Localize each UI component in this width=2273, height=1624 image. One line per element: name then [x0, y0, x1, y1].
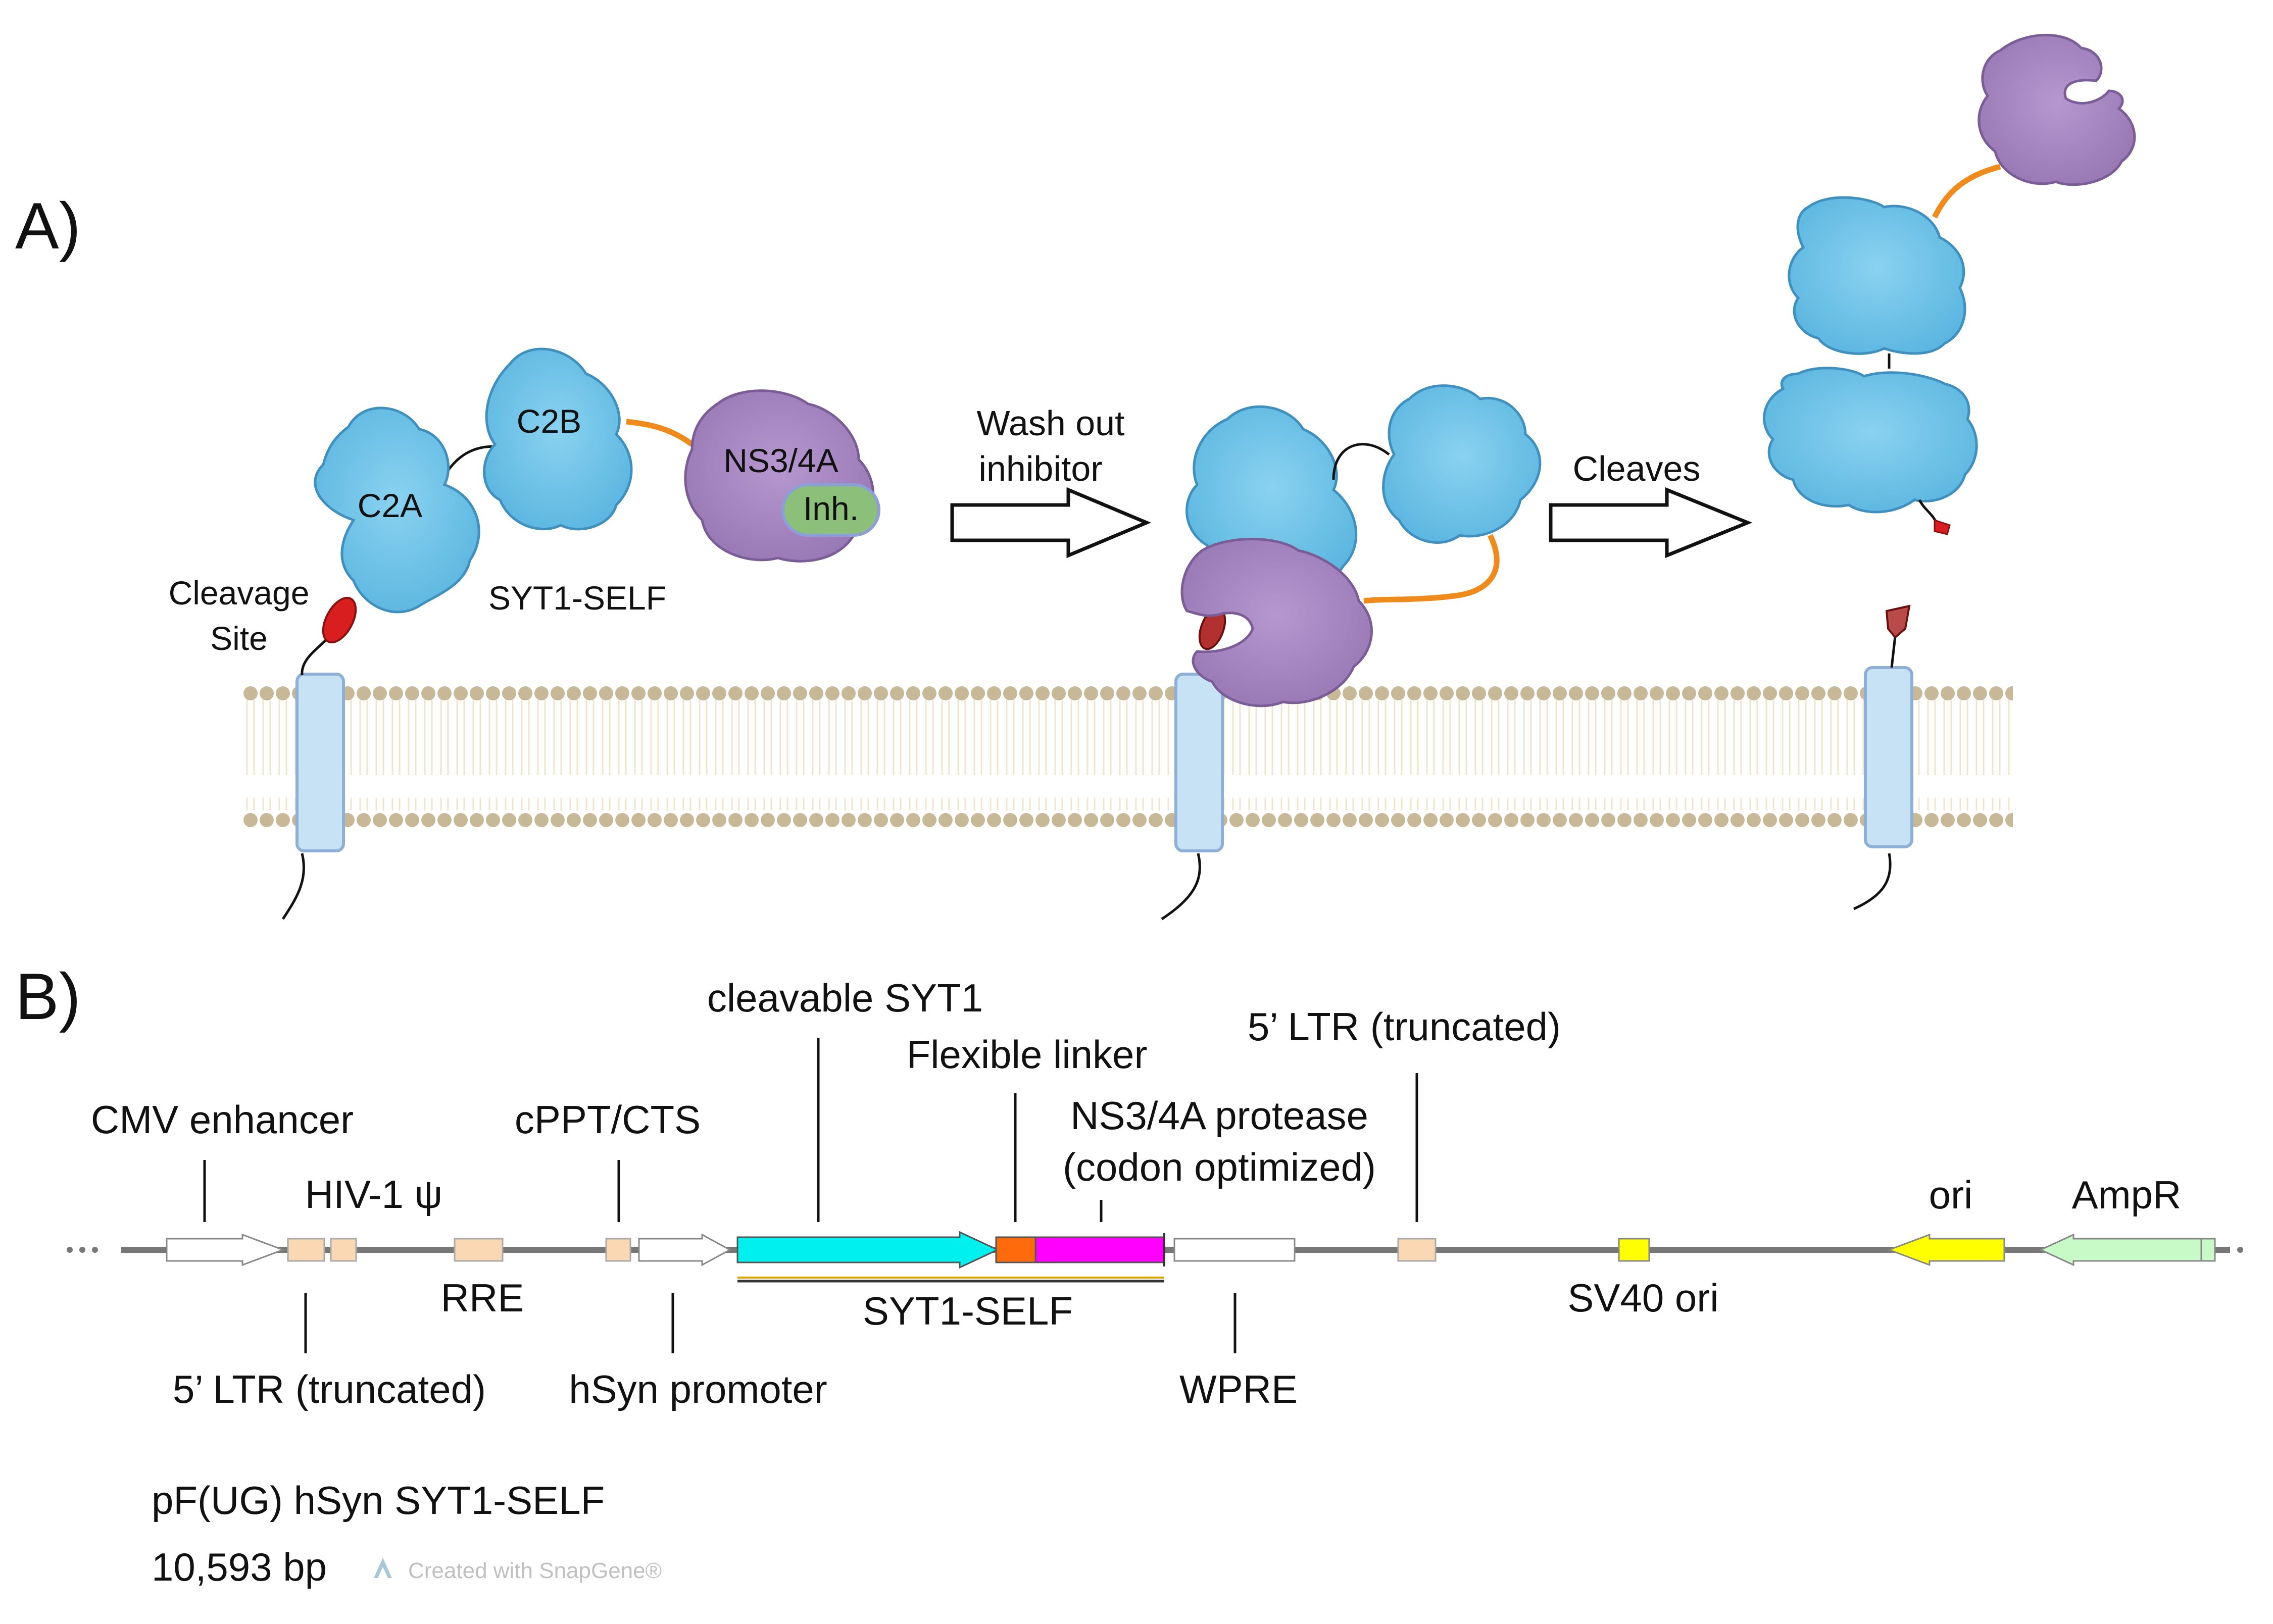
- label-syt1-self: SYT1-SELF: [488, 579, 666, 617]
- transmembrane-domain-2: [1174, 673, 1224, 852]
- arrow-cleaves: Cleaves: [1549, 449, 1753, 559]
- label-c2b: C2B: [517, 402, 581, 440]
- hsyn-promoter-arrow: [638, 1233, 732, 1266]
- c2b-domain: [483, 347, 633, 531]
- label-wpre: WPRE: [1179, 1367, 1298, 1411]
- map-name: pF(UG) hSyn SYT1-SELF: [152, 1478, 605, 1522]
- released-c2b-domain: [1788, 196, 1966, 355]
- ns3-protease-active: [1180, 538, 1373, 707]
- flexible-linker-2: [1363, 534, 1500, 604]
- transmembrane-domain-3: [1864, 666, 1913, 848]
- arrow-wash-out: Wash out inhibitor: [950, 403, 1152, 559]
- label-inhibitor: inhibitor: [978, 449, 1102, 488]
- cmv-enhancer-arrow: [166, 1233, 285, 1266]
- state-cleaved: [1763, 33, 2136, 910]
- label-hsyn-promoter: hSyn promoter: [569, 1367, 827, 1411]
- leader-lines: [203, 1038, 1418, 1353]
- sv40-ori-box: [1618, 1238, 1650, 1262]
- ampr-arrow: [2039, 1233, 2216, 1266]
- label-c2a: C2A: [358, 487, 422, 524]
- c2b-domain-2: [1382, 384, 1542, 544]
- feature-bars: [166, 1231, 2216, 1283]
- cytoplasmic-tail-1: [281, 853, 305, 920]
- flexible-linker-3: [1932, 164, 2001, 219]
- transmembrane-domain-1: [295, 673, 345, 852]
- label-hiv-psi: HIV-1 ψ: [305, 1172, 442, 1216]
- label-cmv-enhancer: CMV enhancer: [91, 1097, 354, 1142]
- label-cppt: cPPT/CTS: [515, 1097, 701, 1142]
- released-c2a-domain: [1763, 367, 1978, 514]
- feature-labels: CMV enhancer HIV-1 ψ cPPT/CTS cleavable …: [91, 976, 2181, 1411]
- cppt-box: [605, 1238, 631, 1262]
- panel-a: A) C2A C2B NS3/4A Inh. Cleavage Site SYT…: [15, 33, 2136, 921]
- label-wash-out: Wash out: [976, 403, 1124, 443]
- flexible-linker-1: [626, 419, 694, 447]
- panel-b-label: B): [15, 959, 81, 1033]
- cleaved-site-stub: [1885, 604, 1911, 639]
- label-ampr: AmpR: [2072, 1173, 2182, 1217]
- cleavable-syt1-arrow: [736, 1231, 1000, 1269]
- label-cleavable-syt1: cleavable SYT1: [707, 976, 983, 1020]
- rre-box: [454, 1238, 504, 1262]
- residual-stub: [1890, 636, 1897, 668]
- panel-b: B): [15, 959, 2243, 1589]
- label-cleaves: Cleaves: [1573, 449, 1701, 488]
- cleavage-site-marker: [322, 596, 357, 644]
- label-flexible-linker: Flexible linker: [907, 1032, 1148, 1077]
- lipid-bilayer: [242, 684, 2013, 831]
- cytoplasmic-tail-2: [1161, 853, 1201, 921]
- label-ori: ori: [1929, 1173, 1973, 1217]
- label-ltr-top: 5’ LTR (truncated): [1248, 1004, 1561, 1049]
- hiv-psi-box: [330, 1238, 357, 1262]
- flexible-linker-box: [995, 1236, 1036, 1263]
- inhibitor-inh: [781, 483, 880, 537]
- label-rre: RRE: [441, 1276, 524, 1320]
- snapgene-watermark: Created with SnapGene®: [408, 1558, 662, 1583]
- label-sv40-ori: SV40 ori: [1567, 1276, 1718, 1320]
- label-ns3-protease-2: (codon optimized): [1063, 1145, 1376, 1189]
- ori-arrow: [1887, 1233, 2005, 1266]
- released-cleavage-fragment: [1934, 519, 1951, 535]
- label-ns3-protease-1: NS3/4A protease: [1070, 1093, 1368, 1138]
- ltr-truncated-box-2: [1397, 1238, 1437, 1262]
- map-size: 10,593 bp: [152, 1545, 327, 1589]
- state-active: [1161, 384, 1542, 921]
- released-protease: [1978, 33, 2136, 186]
- map-info: pF(UG) hSyn SYT1-SELF 10,593 bp Created …: [152, 1478, 662, 1589]
- cytoplasmic-tail-3: [1853, 853, 1892, 910]
- label-syt1-self-construct: SYT1-SELF: [863, 1289, 1073, 1333]
- c2a-c2b-linker-2: [1332, 443, 1390, 480]
- label-cleavage-site-1: Cleavage: [169, 574, 310, 612]
- ns3-protease-box: [1034, 1236, 1165, 1263]
- snapgene-logo-icon: [374, 1558, 392, 1578]
- ltr-truncated-box-1: [287, 1238, 325, 1262]
- state-inhibited: C2A C2B NS3/4A Inh. Cleavage Site SYT1-S…: [169, 347, 880, 920]
- label-ns3: NS3/4A: [723, 442, 838, 479]
- label-inh: Inh.: [803, 490, 859, 527]
- label-ltr-bottom: 5’ LTR (truncated): [173, 1367, 486, 1411]
- wpre-box: [1173, 1238, 1296, 1262]
- c2a-domain: [314, 407, 480, 614]
- panel-a-label: A): [15, 189, 81, 263]
- label-cleavage-site-2: Site: [210, 620, 268, 657]
